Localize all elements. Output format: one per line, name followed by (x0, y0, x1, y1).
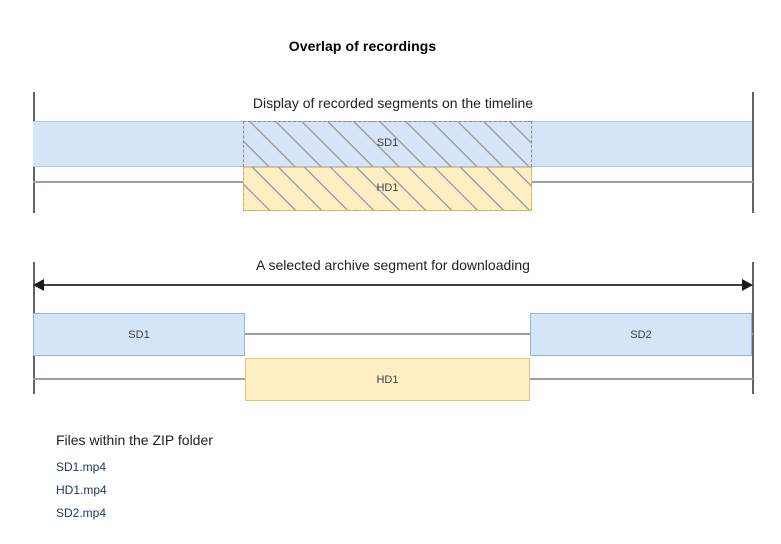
timeline-tick-end (752, 92, 754, 213)
archive-diagram-caption: A selected archive segment for downloadi… (256, 257, 530, 273)
archive-segment-hd1-label: HD1 (376, 373, 399, 386)
timeline-segment-sd1-label: SD1 (376, 137, 399, 149)
archive-segment-hd1[interactable]: HD1 (245, 358, 530, 401)
selection-arrow-line (38, 284, 748, 286)
archive-diagram-selection: A selected archive segment for downloadi… (0, 0, 781, 401)
selection-arrow-head-left (33, 279, 44, 291)
zip-file-list: Files within the ZIP folder SD1.mp4 HD1.… (56, 432, 213, 525)
selection-arrow-head-right (742, 279, 753, 291)
zip-file-list-heading: Files within the ZIP folder (56, 432, 213, 448)
page-title: Overlap of recordings (288, 38, 437, 54)
archive-segment-sd1-label: SD1 (128, 328, 150, 341)
archive-upper-track-rule (33, 333, 753, 335)
timeline-diagram-caption: Display of recorded segments on the time… (252, 95, 534, 111)
list-item[interactable]: HD1.mp4 (56, 483, 107, 497)
list-item[interactable]: SD1.mp4 (56, 460, 107, 474)
archive-segment-sd2-label: SD2 (630, 328, 652, 341)
timeline-segment-hd1-label: HD1 (376, 182, 399, 194)
archive-segment-sd1[interactable]: SD1 (33, 313, 245, 356)
archive-segment-sd2[interactable]: SD2 (530, 313, 752, 356)
list-item[interactable]: SD2.mp4 (56, 506, 107, 520)
archive-tick-end (752, 262, 754, 394)
